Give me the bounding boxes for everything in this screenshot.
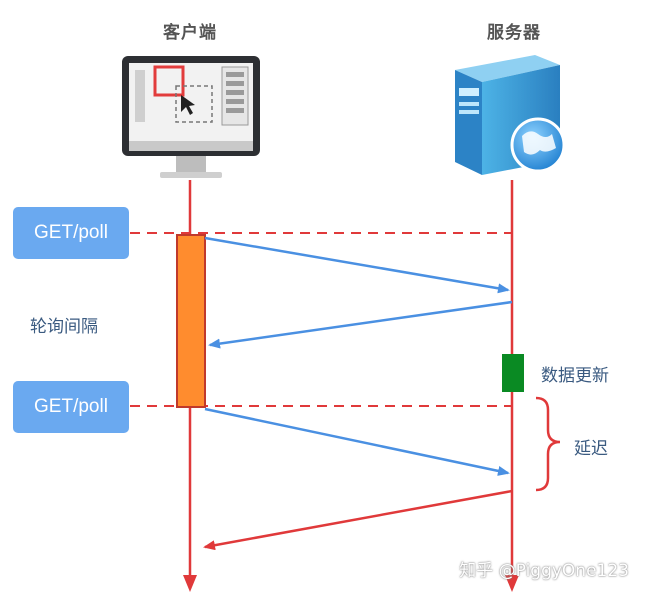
response-arrow-2 xyxy=(203,489,513,551)
client-timeline-arrowhead xyxy=(183,575,197,592)
watermark: 知乎 @PiggyOne123 xyxy=(459,561,629,581)
data-update-bar xyxy=(502,354,524,392)
server-timeline-arrowhead xyxy=(505,575,519,592)
delay-label: 延迟 xyxy=(574,439,608,459)
response-arrow-1 xyxy=(208,300,513,349)
polling-interval-label: 轮询间隔 xyxy=(30,317,98,337)
client-header: 客户端 xyxy=(163,23,217,43)
monitor-icon xyxy=(122,56,260,178)
server-globe-icon xyxy=(455,55,566,175)
request-arrow-2 xyxy=(204,407,510,476)
request-arrow-1 xyxy=(204,236,510,294)
delay-brace xyxy=(535,396,561,492)
data-update-label: 数据更新 xyxy=(541,366,609,386)
get-poll-request-1: GET/poll xyxy=(13,207,129,259)
polling-interval-bar xyxy=(176,234,206,408)
server-header: 服务器 xyxy=(487,23,541,43)
get-poll-request-2: GET/poll xyxy=(13,381,129,433)
